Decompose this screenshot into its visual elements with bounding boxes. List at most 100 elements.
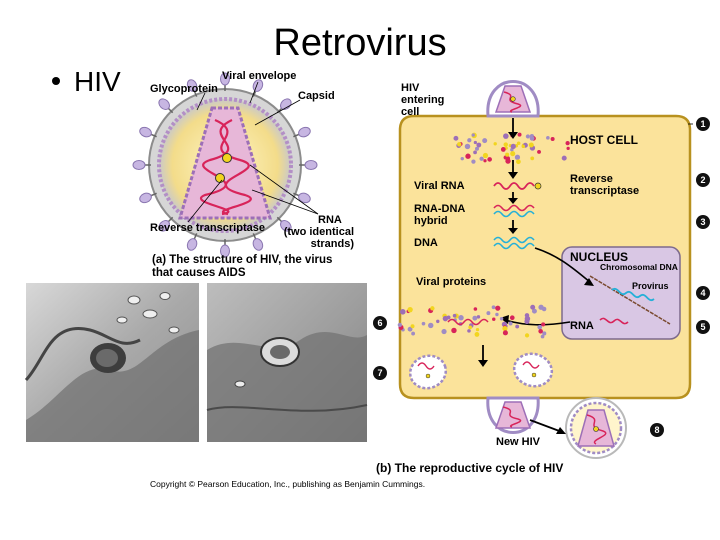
bullet-text: HIV — [74, 66, 121, 97]
rna-strand-1 — [214, 118, 252, 216]
viral-particle — [410, 324, 415, 329]
viral-particle — [528, 142, 534, 148]
viral-particle — [451, 327, 457, 334]
leader-line — [254, 99, 301, 126]
dna-strand-2 — [493, 242, 535, 250]
viral-particle — [524, 333, 530, 338]
new-hiv-virion — [565, 397, 627, 459]
transcribed-rna — [599, 317, 629, 325]
reverse-transcriptase-enzyme — [222, 153, 232, 163]
viral-particle — [482, 152, 489, 159]
glycoprotein — [158, 220, 170, 232]
glycoprotein-spikes — [132, 72, 318, 258]
glycoprotein — [139, 192, 152, 204]
viral-particle — [400, 309, 406, 315]
hiv-cycle-diagram — [397, 80, 693, 459]
leader-line — [251, 189, 319, 215]
bullet-item: HIV — [52, 66, 121, 98]
step-marker-4: 4 — [696, 286, 710, 300]
viral-particle — [491, 305, 496, 310]
viral-particle — [566, 146, 570, 151]
leader-line — [187, 179, 223, 223]
export-arrow — [504, 319, 571, 326]
viral-particle — [457, 142, 462, 147]
rna-strand-2 — [200, 119, 233, 216]
viral-rna — [493, 182, 535, 190]
glycoprotein — [298, 192, 311, 204]
label-viral-rna: Viral RNA — [414, 180, 465, 192]
viral-particle — [517, 132, 522, 137]
viral-particle — [471, 133, 475, 137]
provirus — [611, 288, 655, 301]
chromosomal-dna — [589, 275, 671, 325]
label-glycoprotein: Glycoprotein — [150, 83, 218, 95]
viral-particle — [540, 334, 545, 339]
label-rna-note: (two identical strands) — [283, 226, 354, 250]
dna-strand-1 — [493, 236, 535, 244]
entering-virus — [486, 80, 540, 118]
label-nucleus: NUCLEUS — [570, 250, 629, 264]
viral-particle — [516, 141, 521, 146]
caption-structure: (a) The structure of HIV, the virus that… — [152, 254, 333, 279]
step-marker-5: 5 — [696, 320, 710, 334]
leader-line — [249, 81, 259, 104]
rna-dna-hybrid-dna — [493, 210, 535, 218]
viral-particle — [510, 143, 516, 150]
viral-particle — [467, 138, 472, 143]
viral-particle — [492, 317, 496, 321]
label-reverse-transcriptase: Reverse transcriptase — [150, 222, 265, 234]
viral-particle — [486, 311, 491, 316]
label-rna: RNA — [318, 214, 342, 226]
viral-particle — [458, 315, 464, 321]
viral-particle — [407, 326, 413, 332]
viral-particle — [476, 142, 482, 148]
label-chromosomal-dna: Chromosomal DNA — [600, 262, 678, 272]
viral-particle — [524, 313, 530, 318]
viral-particle — [476, 315, 481, 319]
step-marker-6: 6 — [373, 316, 387, 330]
label-capsid: Capsid — [298, 90, 335, 102]
viral-particle — [499, 317, 504, 321]
viral-particle — [503, 142, 508, 147]
viral-particle — [452, 313, 457, 318]
viral-particle — [530, 304, 536, 310]
glycoprotein — [298, 126, 311, 138]
label-dna: DNA — [414, 237, 438, 249]
viral-particle — [421, 321, 426, 326]
uncoated-virus-contents — [453, 132, 570, 165]
viral-particle — [446, 315, 451, 320]
viral-particle — [514, 154, 521, 160]
reverse-transcriptase-enzyme — [215, 173, 225, 183]
viral-particle — [483, 159, 487, 163]
viral-particle — [441, 328, 447, 335]
viral-particle — [525, 134, 530, 139]
glycoprotein — [186, 79, 198, 92]
viral-particle — [474, 332, 480, 337]
viral-particle — [508, 321, 513, 326]
viral-particle — [505, 152, 510, 157]
step-marker-2: 2 — [696, 173, 710, 187]
label-rna-dna-hybrid: RNA-DNA hybrid — [414, 203, 465, 227]
glycoprotein — [186, 238, 198, 251]
integration-arrow-head — [584, 278, 594, 286]
viral-particle — [479, 156, 484, 161]
release-arrow — [529, 419, 563, 433]
viral-particle — [537, 149, 541, 154]
viral-particle — [542, 331, 547, 336]
viral-rna-translation — [447, 318, 489, 326]
viral-particle — [473, 150, 477, 155]
leader-line — [249, 164, 319, 215]
viral-particle — [430, 306, 435, 311]
integration-arrow — [534, 247, 591, 283]
viral-particle — [475, 146, 479, 151]
viral-particle — [473, 140, 477, 145]
label-host-cell: HOST CELL — [570, 133, 638, 147]
assembling-virion — [408, 354, 448, 390]
viral-particle — [472, 315, 478, 321]
viral-particle — [465, 153, 471, 159]
viral-particle — [561, 155, 567, 161]
assembling-virion — [512, 352, 554, 388]
viral-particle — [495, 312, 499, 317]
viral-particle — [529, 135, 535, 141]
glycoprotein — [252, 238, 264, 251]
